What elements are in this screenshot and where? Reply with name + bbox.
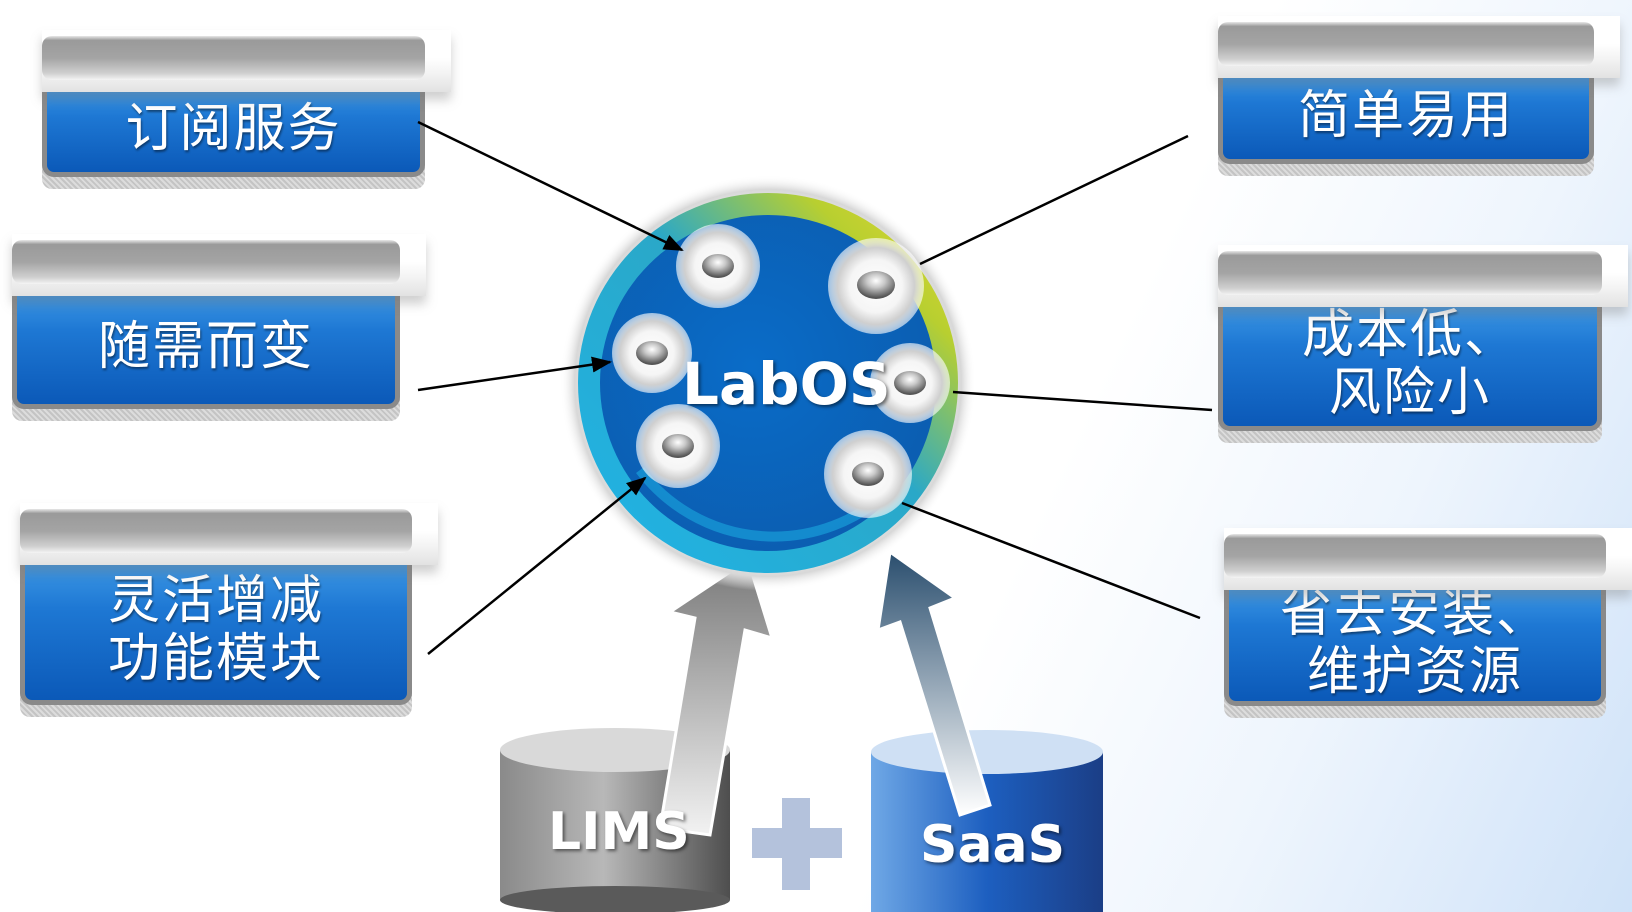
card-cap xyxy=(1218,245,1628,307)
lims-up-arrow xyxy=(658,557,775,837)
card-label-line-2: 功能模块 xyxy=(107,628,324,689)
card-label-line-1: 省去安装、 xyxy=(1279,583,1550,644)
card-label-line-2: 维护资源 xyxy=(1306,641,1523,702)
feature-card-4: 简单易用 xyxy=(1218,16,1620,176)
saas-label: SaaS xyxy=(920,815,1066,875)
card-label-line-2: 风险小 xyxy=(1328,362,1491,423)
lims-label: LIMS xyxy=(548,802,690,862)
connector-1 xyxy=(417,120,684,252)
card-label-line-1: 灵活增减 xyxy=(107,570,324,631)
saas-up-arrow xyxy=(876,549,992,817)
feature-card-6: 省去安装、 维护资源 xyxy=(1224,528,1632,718)
card-cap xyxy=(1218,16,1620,78)
connector-6 xyxy=(901,501,1201,620)
card-body: 简单易用 xyxy=(1218,72,1594,164)
card-label: 随需而变 xyxy=(97,317,314,377)
card-cap xyxy=(20,503,438,565)
card-body: 随需而变 xyxy=(12,290,400,409)
feature-card-1: 订阅服务 xyxy=(42,30,451,189)
bead-top-left xyxy=(676,224,760,308)
bead-bottom-right xyxy=(824,430,912,518)
labos-label: LabOS xyxy=(682,350,891,418)
connector-2 xyxy=(417,356,612,392)
bead-top-right xyxy=(828,238,924,334)
card-body: 成本低、 风险小 xyxy=(1218,301,1602,431)
card-body: 订阅服务 xyxy=(42,86,425,177)
card-cap xyxy=(42,30,451,92)
card-label: 简单易用 xyxy=(1297,85,1514,146)
feature-card-5: 成本低、 风险小 xyxy=(1218,245,1628,443)
saas-cylinder xyxy=(871,730,1103,912)
bead-mid-left xyxy=(612,313,692,393)
bead-bottom-left xyxy=(636,404,720,488)
bead-mid-right xyxy=(870,343,950,423)
card-label-line-1: 成本低、 xyxy=(1301,304,1518,365)
connector-3 xyxy=(427,476,647,655)
card-cap xyxy=(12,234,426,296)
connector-4 xyxy=(919,134,1189,266)
card-body: 灵活增减 功能模块 xyxy=(20,559,412,705)
card-cap xyxy=(1224,528,1632,590)
card-body: 省去安装、 维护资源 xyxy=(1224,584,1606,706)
card-label: 订阅服务 xyxy=(125,99,342,159)
connector-5 xyxy=(952,390,1213,412)
feature-card-2: 随需而变 xyxy=(12,234,426,421)
plus-icon xyxy=(752,798,842,890)
node-beads xyxy=(612,224,950,518)
feature-card-3: 灵活增减 功能模块 xyxy=(20,503,438,717)
